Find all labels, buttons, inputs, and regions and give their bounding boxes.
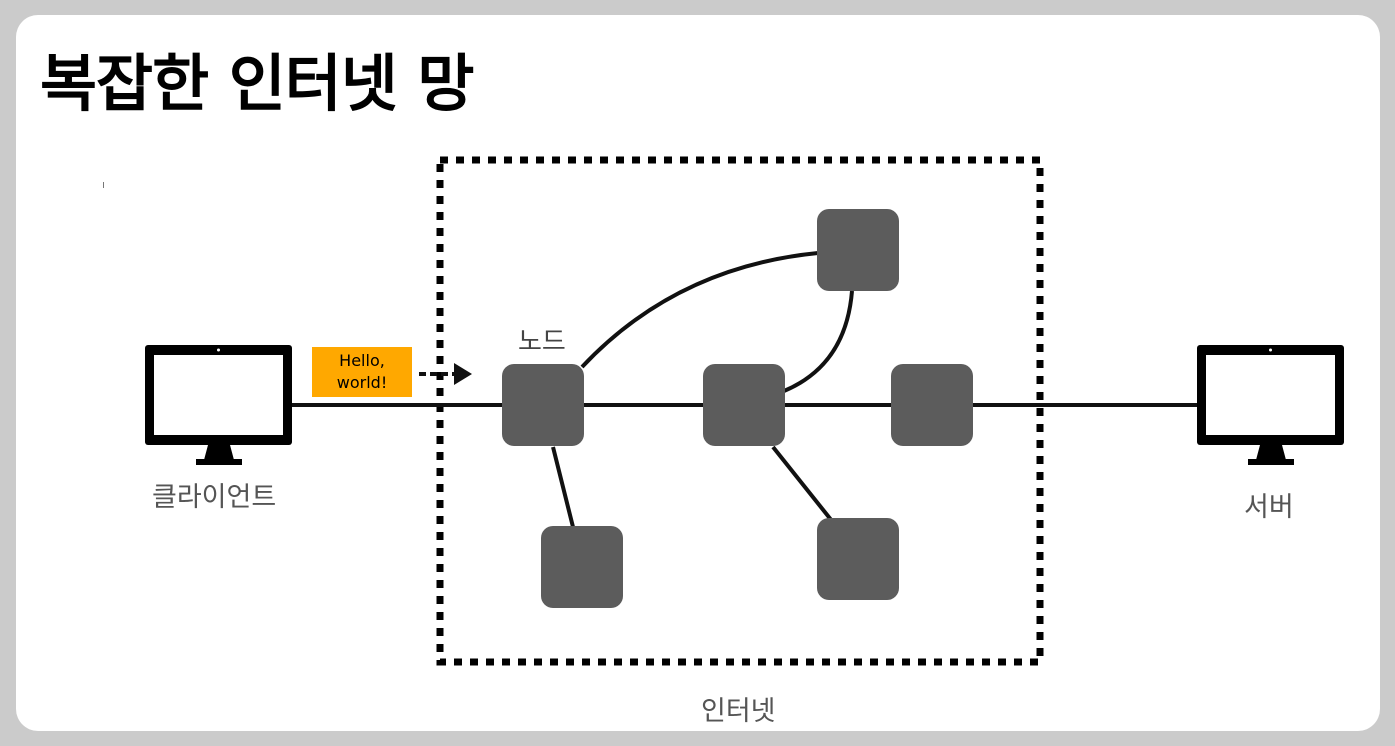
stray-mark	[103, 182, 104, 188]
link-node-top	[580, 251, 819, 369]
network-node	[891, 364, 973, 446]
link-top-middle	[783, 290, 854, 393]
node-label: 노드	[518, 327, 566, 357]
server-monitor-icon	[1197, 345, 1344, 465]
slide: 복잡한 인터넷 망 클라이언트 서버	[16, 15, 1380, 731]
network-node	[817, 518, 899, 600]
message-line-2: world!	[336, 373, 388, 392]
network-node	[541, 526, 623, 608]
slide-title: 복잡한 인터넷 망	[40, 47, 474, 120]
message-line-1: Hello,	[339, 351, 385, 370]
link-middle-bottom-right	[771, 445, 834, 523]
arrow-icon	[419, 363, 472, 385]
internet-label: 인터넷	[701, 696, 776, 727]
server-label: 서버	[1244, 492, 1294, 523]
internet-boundary	[436, 156, 1044, 666]
client-label: 클라이언트	[152, 482, 277, 513]
network-node	[703, 364, 785, 446]
message-packet: Hello, world!	[312, 347, 412, 397]
link-node-bottom-left	[551, 446, 575, 528]
network-node	[817, 209, 899, 291]
client-monitor-icon	[145, 345, 292, 465]
network-node	[502, 364, 584, 446]
